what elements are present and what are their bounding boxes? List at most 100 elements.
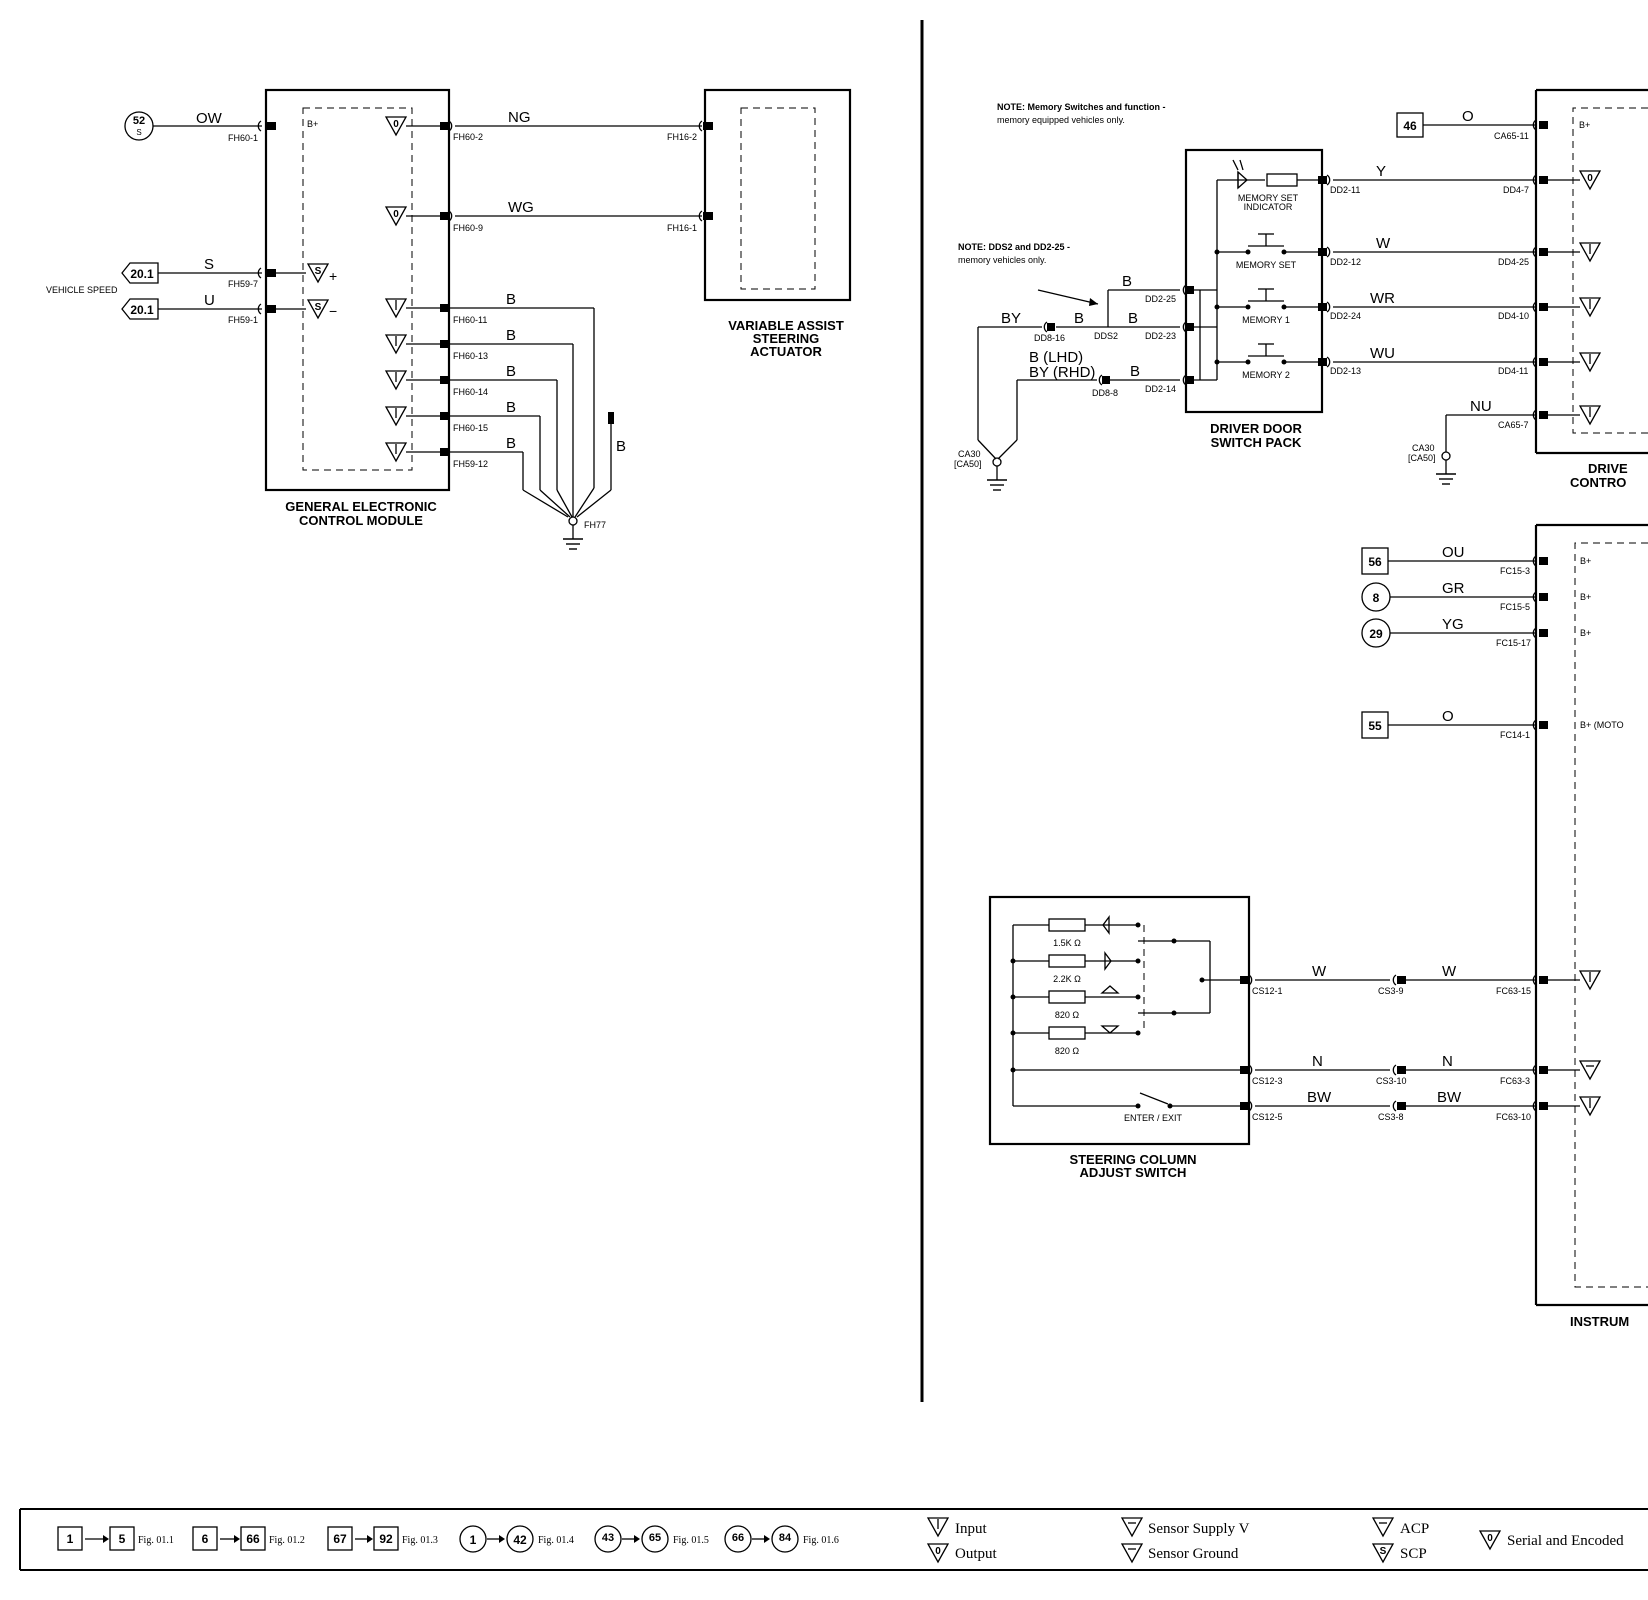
legend-fig-01-2[interactable]: 6 66 Fig. 01.2 (192, 1526, 305, 1551)
svg-text:FC63-15: FC63-15 (1496, 986, 1531, 996)
svg-text:66: 66 (732, 1532, 744, 1544)
memory-1-switch[interactable] (1217, 288, 1318, 310)
svg-text:FH60-13: FH60-13 (453, 351, 488, 361)
svg-text:N: N (1442, 1053, 1453, 1070)
svg-text:CS3-10: CS3-10 (1376, 1076, 1407, 1086)
instrument-module[interactable]: INSTRUM (1534, 523, 1648, 1329)
svg-text:OU: OU (1442, 544, 1465, 561)
svg-text:FC63-10: FC63-10 (1496, 1112, 1531, 1122)
svg-text:MEMORY 2: MEMORY 2 (1242, 370, 1290, 380)
svg-text:NOTE: DDS2 and DD2-25 -: NOTE: DDS2 and DD2-25 - (958, 242, 1070, 252)
svg-text:FH77: FH77 (584, 520, 606, 530)
svg-text:CS12-3: CS12-3 (1252, 1076, 1283, 1086)
svg-text:S: S (136, 128, 141, 137)
ddsp-input-wires (977, 284, 1194, 491)
svg-text:[CA50]: [CA50] (1408, 453, 1436, 463)
svg-text:FC15-5: FC15-5 (1500, 602, 1530, 612)
svg-text:N: N (1312, 1053, 1323, 1070)
svg-text:O: O (1462, 108, 1474, 125)
svg-text:55: 55 (1368, 719, 1382, 733)
svg-text:B+: B+ (1579, 120, 1590, 130)
legend-serial: Serial and Encoded (1507, 1533, 1624, 1549)
drive-control-pins (1532, 119, 1601, 425)
svg-text:FH60-11: FH60-11 (453, 315, 487, 325)
memory-set-switch[interactable] (1217, 233, 1318, 255)
legend-scp: SCP (1400, 1546, 1427, 1562)
memory-set-indicator (1217, 159, 1318, 190)
svg-text:−: − (329, 303, 337, 319)
svg-text:FH60-15: FH60-15 (453, 423, 488, 433)
svg-text:B+ (MOTO: B+ (MOTO (1580, 720, 1624, 730)
legend-sensor-ground: Sensor Ground (1148, 1546, 1239, 1562)
svg-text:CA65-11: CA65-11 (1494, 131, 1529, 141)
svg-text:DRIVE: DRIVE (1588, 461, 1628, 476)
ref-46[interactable]: 46 (1396, 112, 1424, 138)
svg-text:B+: B+ (1580, 556, 1591, 566)
svg-text:CONTRO: CONTRO (1570, 475, 1626, 490)
drive-control-module[interactable]: DRIVE CONTRO (1534, 88, 1648, 490)
svg-text:43: 43 (602, 1532, 614, 1544)
ref-29[interactable]: 29 (1361, 618, 1391, 648)
scas-output-wires (1240, 974, 1535, 1112)
svg-text:BY: BY (1001, 310, 1021, 327)
svg-text:20.1: 20.1 (130, 303, 154, 317)
svg-text:FC15-3: FC15-3 (1500, 566, 1530, 576)
svg-text:820 Ω: 820 Ω (1055, 1010, 1080, 1020)
legend-box (19, 1508, 1648, 1571)
svg-text:DD4-11: DD4-11 (1498, 366, 1528, 376)
ref-8[interactable]: 8 (1361, 582, 1391, 612)
wire-ow: OW (196, 110, 223, 127)
svg-text:NU: NU (1470, 398, 1492, 415)
svg-text:YG: YG (1442, 616, 1464, 633)
svg-text:CS3-8: CS3-8 (1378, 1112, 1404, 1122)
svg-text:B: B (506, 327, 516, 344)
svg-text:29: 29 (1369, 627, 1383, 641)
ref-20-1-a[interactable]: 20.1 (121, 262, 159, 284)
ref-55[interactable]: 55 (1361, 711, 1389, 739)
ref-56[interactable]: 56 (1361, 547, 1389, 575)
vasa-module[interactable]: VARIABLE ASSIST STEERING ACTUATOR (703, 88, 852, 359)
svg-text:BW: BW (1437, 1089, 1462, 1106)
svg-text:BY (RHD): BY (RHD) (1029, 364, 1095, 381)
svg-text:42: 42 (513, 1533, 527, 1547)
svg-text:66: 66 (246, 1532, 260, 1546)
steering-column-adjust-switch[interactable]: STEERING COLUMN ADJUST SWITCH (988, 895, 1251, 1180)
svg-text:INSTRUM: INSTRUM (1570, 1314, 1629, 1329)
svg-text:B: B (506, 363, 516, 380)
ref-52[interactable]: 52 S (124, 111, 154, 141)
svg-text:52: 52 (133, 115, 145, 127)
svg-text:CS3-9: CS3-9 (1378, 986, 1404, 996)
legend-fig-01-5[interactable]: 43 65 Fig. 01.5 (594, 1525, 709, 1553)
pin-fh16-1: FH16-1 (667, 223, 697, 233)
svg-text:DD8-8: DD8-8 (1092, 388, 1118, 398)
svg-text:ADJUST SWITCH: ADJUST SWITCH (1080, 1165, 1187, 1180)
svg-text:B: B (1128, 310, 1138, 327)
memory-2-switch[interactable] (1217, 343, 1318, 365)
legend-fig-01-1[interactable]: 1 5 Fig. 01.1 (57, 1526, 174, 1551)
wire-s: S (204, 256, 214, 273)
pin-fh59-7: FH59-7 (228, 279, 258, 289)
pin-fh60-2: FH60-2 (453, 132, 483, 142)
pin-fh16-2: FH16-2 (667, 132, 697, 142)
svg-text:B: B (506, 399, 516, 416)
svg-text:MEMORY SET: MEMORY SET (1236, 260, 1297, 270)
svg-text:B: B (616, 438, 626, 455)
svg-text:ENTER / EXIT: ENTER / EXIT (1124, 1113, 1183, 1123)
ref-20-1-b[interactable]: 20.1 (121, 298, 159, 320)
svg-text:FC15-17: FC15-17 (1496, 638, 1531, 648)
ddsp-output-wires (1318, 174, 1535, 368)
svg-text:820 Ω: 820 Ω (1055, 1046, 1080, 1056)
instrument-pins (1532, 555, 1601, 1116)
svg-text:W: W (1312, 963, 1327, 980)
svg-text:DD4-7: DD4-7 (1503, 185, 1529, 195)
svg-text:B: B (1074, 310, 1084, 327)
svg-text:DRIVER DOOR: DRIVER DOOR (1210, 421, 1302, 436)
legend-fig-01-3[interactable]: 67 92 Fig. 01.3 (327, 1526, 438, 1551)
gecm-module[interactable]: GENERAL ELECTRONIC CONTROL MODULE (264, 88, 451, 528)
svg-text:CS12-5: CS12-5 (1252, 1112, 1283, 1122)
svg-text:VARIABLE ASSIST: VARIABLE ASSIST (728, 318, 844, 333)
svg-text:1: 1 (67, 1532, 74, 1546)
driver-door-switch-pack[interactable]: DRIVER DOOR SWITCH PACK (1184, 148, 1324, 450)
legend-fig-01-6[interactable]: 66 84 Fig. 01.6 (724, 1525, 839, 1553)
legend-fig-01-4[interactable]: 1 42 Fig. 01.4 (459, 1525, 574, 1553)
